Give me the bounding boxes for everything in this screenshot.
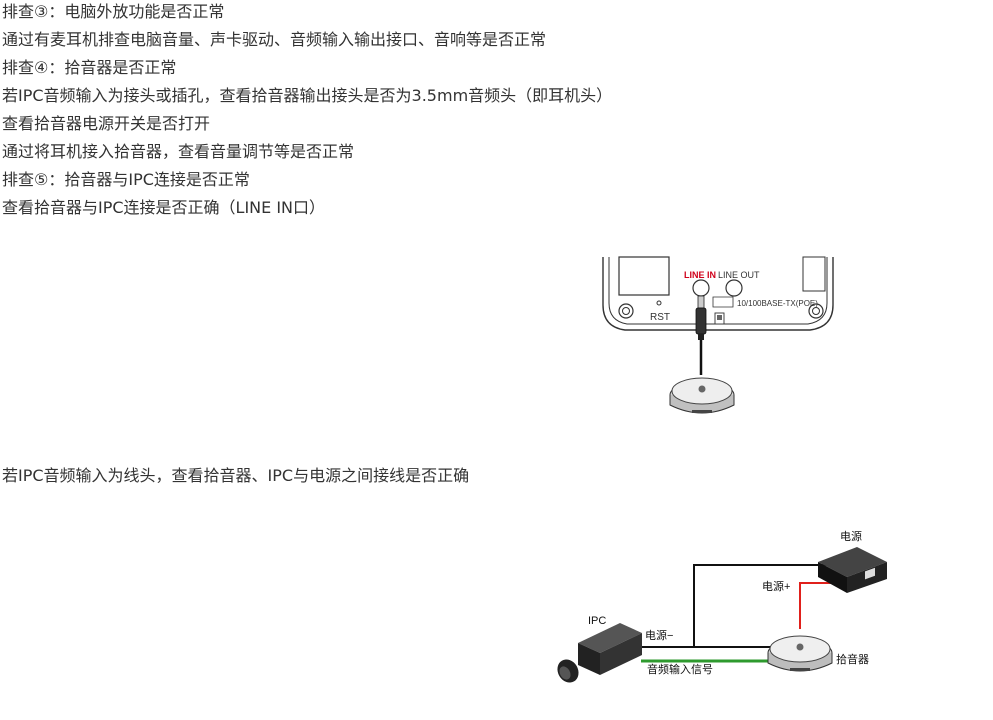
line-in-jack-icon bbox=[692, 279, 710, 297]
pickup-microphone-icon bbox=[669, 377, 735, 414]
pickup-device-icon bbox=[767, 635, 833, 672]
power-label: 电源 bbox=[840, 529, 862, 543]
ipc-label: IPC bbox=[588, 615, 606, 627]
pickup-label: 拾音器 bbox=[836, 652, 869, 666]
text-line-2: 通过有麦耳机排查电脑音量、声卡驱动、音频输入输出接口、音响等是否正常 bbox=[2, 30, 547, 49]
text-line-1: 排查③：电脑外放功能是否正常 bbox=[2, 2, 225, 21]
audio-plug-icon bbox=[697, 295, 705, 309]
text-line-8: 查看拾音器与IPC连接是否正确（LINE IN口） bbox=[2, 198, 326, 217]
text-line-6: 通过将耳机接入拾音器，查看音量调节等是否正常 bbox=[2, 142, 355, 161]
text-line-7: 排查⑤：拾音器与IPC连接是否正常 bbox=[2, 170, 250, 189]
power-minus-label: 电源− bbox=[645, 628, 673, 642]
rst-label: RST bbox=[650, 312, 670, 323]
figure-line-in-connection: RST LINE IN LINE OUT 10/100BASE-TX(POE) bbox=[602, 256, 834, 414]
audio-signal-label: 音频输入信号 bbox=[647, 662, 713, 676]
power-adapter-icon bbox=[818, 547, 887, 593]
text-line-5: 查看拾音器电源开关是否打开 bbox=[2, 114, 211, 133]
ipc-camera-icon bbox=[557, 623, 642, 683]
wire-connection-text: 若IPC音频输入为线头，查看拾音器、IPC与电源之间接线是否正确 bbox=[2, 466, 470, 485]
figure-wire-connection: 电源 电源+ 电源− 音频输入信号 IPC 拾音器 bbox=[557, 529, 887, 683]
line-out-jack-icon bbox=[725, 279, 743, 297]
screw-left-icon bbox=[618, 303, 634, 319]
reset-hole-icon bbox=[656, 300, 662, 306]
text-line-3: 排查④：拾音器是否正常 bbox=[2, 58, 177, 77]
screw-right-icon bbox=[808, 303, 824, 319]
line-in-label: LINE IN bbox=[684, 270, 716, 280]
ethernet-label: 10/100BASE-TX(POE) bbox=[737, 299, 818, 308]
line-out-label: LINE OUT bbox=[718, 270, 760, 280]
text-line-4: 若IPC音频输入为接头或插孔，查看拾音器输出接头是否为3.5mm音频头（即耳机头… bbox=[2, 86, 613, 105]
power-plus-label: 电源+ bbox=[762, 579, 790, 593]
